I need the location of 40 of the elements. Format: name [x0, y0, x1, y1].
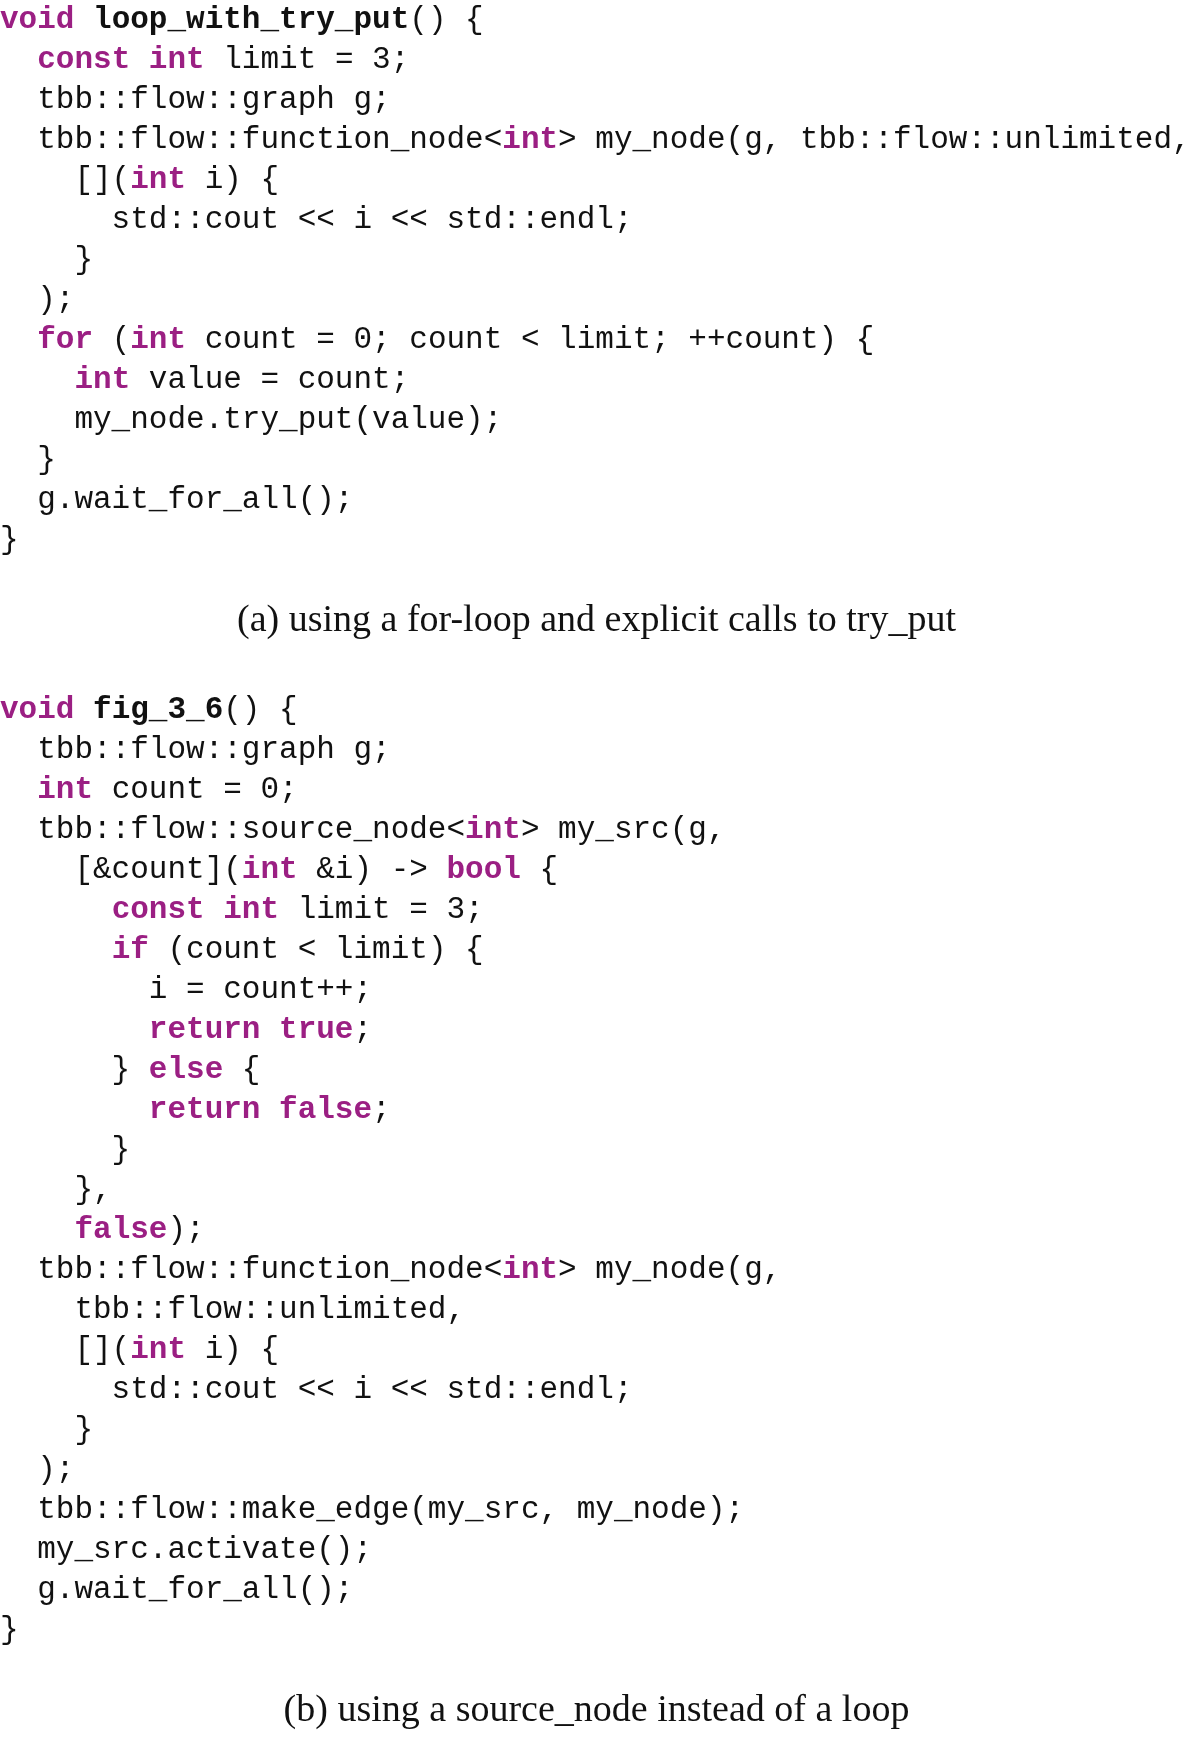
code-line: tbb::flow::graph g;: [36, 731, 391, 769]
code-line: const int limit = 3;: [110, 891, 484, 929]
code-line: }: [0, 521, 19, 559]
code-line: my_node.try_put(value);: [73, 401, 503, 439]
code-line: );: [36, 1451, 75, 1489]
code-line: i = count++;: [147, 971, 373, 1009]
code-line: );: [36, 281, 75, 319]
code-line: tbb::flow::graph g;: [36, 81, 391, 119]
code-line: [&count](int &i) -> bool {: [73, 851, 559, 889]
code-line: false);: [73, 1211, 205, 1249]
code-line: [](int i) {: [73, 1331, 280, 1369]
code-line: return true;: [147, 1011, 373, 1049]
code-line: my_src.activate();: [36, 1531, 373, 1569]
code-line: const int limit = 3;: [36, 41, 410, 79]
code-line: }: [73, 1411, 93, 1449]
figure-caption: (b) using a source_node instead of a loop: [283, 1686, 910, 1731]
code-line: }: [36, 441, 56, 479]
code-line: tbb::flow::unlimited,: [73, 1291, 466, 1329]
code-line: std::cout << i << std::endl;: [110, 1371, 633, 1409]
code-line: int count = 0;: [36, 771, 298, 809]
code-line: [](int i) {: [73, 161, 280, 199]
code-line: } else {: [110, 1051, 261, 1089]
code-line: int value = count;: [73, 361, 410, 399]
code-line: void loop_with_try_put() {: [0, 1, 484, 39]
code-line: void fig_3_6() {: [0, 691, 298, 729]
code-line: tbb::flow::make_edge(my_src, my_node);: [36, 1491, 745, 1529]
code-line: }: [73, 241, 93, 279]
code-line: tbb::flow::source_node<int> my_src(g,: [36, 811, 726, 849]
code-line: for (int count = 0; count < limit; ++count) {: [36, 321, 875, 359]
code-line: return false;: [147, 1091, 391, 1129]
figure-caption: (a) using a for-loop and explicit calls to try_put: [237, 596, 956, 641]
code-line: std::cout << i << std::endl;: [110, 201, 633, 239]
code-line: }: [0, 1611, 19, 1649]
code-line: if (count < limit) {: [110, 931, 484, 969]
code-line: },: [73, 1171, 112, 1209]
code-line: g.wait_for_all();: [36, 1571, 354, 1609]
code-line: tbb::flow::function_node<int> my_node(g, tbb::flow::unlimited,: [36, 121, 1191, 159]
code-line: }: [110, 1131, 131, 1169]
code-line: g.wait_for_all();: [36, 481, 354, 519]
code-line: tbb::flow::function_node<int> my_node(g,: [36, 1251, 782, 1289]
